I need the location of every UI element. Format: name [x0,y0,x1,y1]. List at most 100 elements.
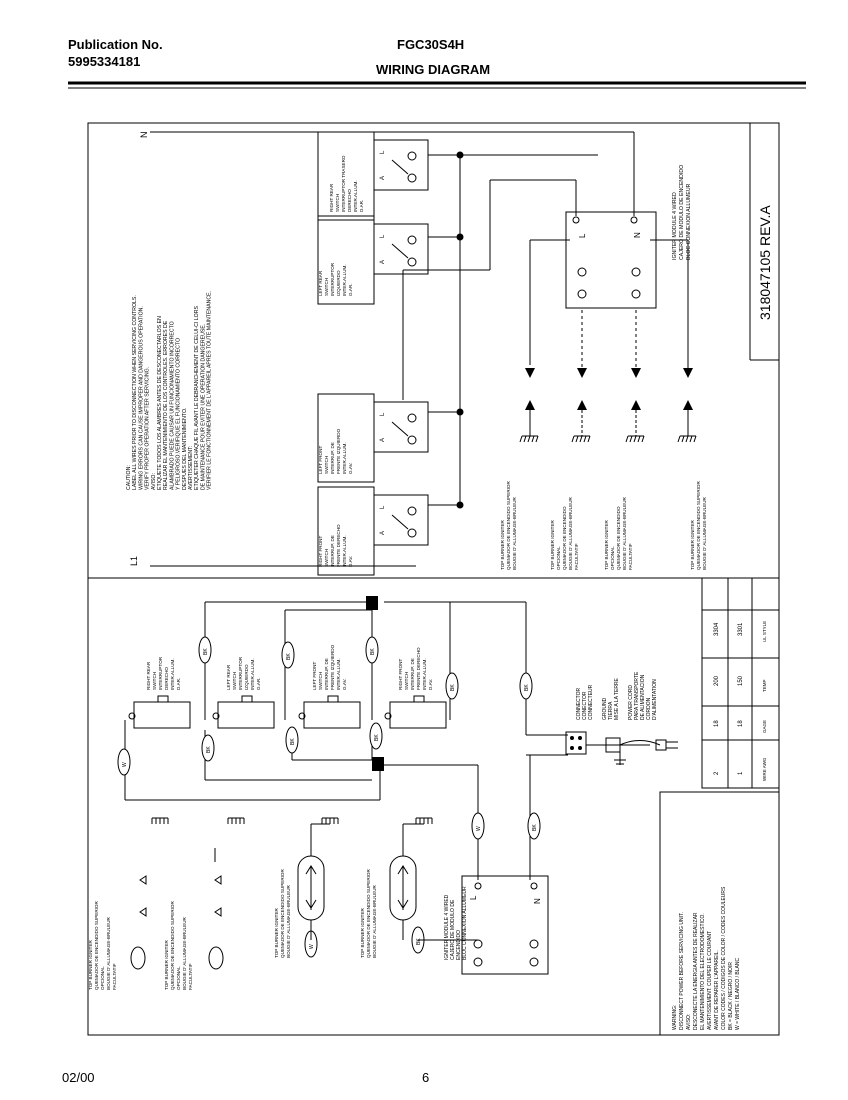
wire-color-label: BK [286,653,292,660]
switch-label-line: DERECHO [347,189,352,212]
wire-color-label: BK [416,938,422,945]
publication-number: 5995334181 [68,54,141,69]
switch-terminal-a: A [380,531,386,535]
module-terminal-l: L [578,233,587,238]
connector [565,731,587,755]
switch-label-line: D.AV. [348,556,353,567]
warning-line: VERIFIER LE FONCTIONNEMENT DE L'APPAREIL… [207,291,213,490]
warning-text: CAUTION:LABEL ALL WIRES PRIOR TO DISCONN… [126,291,213,490]
wire-color-label: W [476,826,482,831]
wire-color-label: BK [374,734,380,741]
legend-symbols [130,848,224,970]
wire-color-label: BK [290,738,296,745]
warning-line: ETIQUETE TODOS LOS ALAMBRES ANTES DE DES… [157,316,163,490]
lower-igniter-module: L N [461,875,549,975]
connector-label-line: CONNECTOR [576,687,582,720]
lower-switch-label-line: D.AR. [176,678,181,690]
wire-table-cell: 18 [714,720,720,727]
legend-label-line: TOP BURNER IGNITER [88,939,93,990]
igniter-label-line: OPCIONAL [610,546,615,570]
lower-switch-label-line: INTER.ALLUM. [336,658,341,690]
warning-line: Y PELIGROSO.VERIFIQUE EL FUNCIONAMIENTO … [176,338,182,490]
igniter-label-line: TOP BURNER IGNITER [500,519,505,570]
wire-table-cell: 2 [714,771,720,775]
switch-terminal-a: A [380,176,386,180]
lower-module-label-line: IGNITER MODULE 4 WIRED [444,894,450,960]
legend-label-line: FACULTATIF [112,963,117,990]
lower-module-label-line: BLOC CONNEXION ALLUMEUR [462,886,468,960]
wire-table-cell: 3304 [714,622,720,636]
lower-switch-label-line: D.AV. [428,679,433,690]
switch-label-line: INTER.ALLUM. [342,264,347,296]
legend-label-line: BOUGIE D' ALLUMAGE-BRULEUR [182,916,187,990]
switch-label-line: G.AV. [348,462,353,474]
lower-switch-label-line: DERECHO [164,667,169,690]
connector-label-line: CONECTOR [582,691,588,720]
lower-switch-label-line: LEFT FRONT [312,662,317,690]
service-note-line: DESCONECTE LA ENERGIA ANTES DE REALIZAR [693,912,699,1030]
wire-table-cell: 200 [714,675,720,686]
wire-color-bubble: BK [198,636,212,664]
wire-table-cell: 3301 [738,622,744,636]
lower-switch-label-line: INTER.ALLUM. [170,658,175,690]
power-cord-label-line: CORDON [646,697,652,720]
warning-line: ALAMBRADO PUEDE CAUSAR UN FUNCIONAMIENTO… [169,321,175,490]
service-note-line: DISCONNECT POWER BEFORE SERVICING UNIT. [679,912,685,1030]
igniter-label-line: FACULTATIF [628,543,633,570]
wire-color-bubble: BK [519,672,533,700]
warning-line: WIRING ERRORS CAN CAUSE IMPROPER AND DAN… [138,306,144,490]
ground-symbol [151,817,169,824]
wire-color-label: BK [370,648,376,655]
service-note-box [659,791,780,1036]
igniter-arrow [677,368,697,443]
lower-igniter-a [297,823,330,940]
igniter-arrow [625,368,645,443]
lower-wire-connector [372,757,384,771]
switch-label-line: INTER.ALLUM. [353,180,358,212]
igniter-label-line: QUEMADOR DE ENCENDIDO [616,506,621,570]
warning-line: DESPUES DEL MANTENIMIENTO. [182,408,188,490]
warning-line: DE MAINTENANCE POUR EVITER UNE OPERATION… [200,324,206,490]
line-label-n: N [139,132,149,139]
switch-label-line: INTERRUP. DE [330,535,335,567]
upper-igniter-module: L N [565,211,657,309]
lower-igniter-label-line: BOUGIE D' ALLUMAGE-BRULEUR [286,884,291,958]
switch-label-line: FRENTE DERECHO [336,524,341,567]
igniter-label-line: TOP BURNER IGNITER [550,519,555,570]
lower-switch-label-line: RIGHT REAR [146,661,151,690]
connector-label-line: CONNECTEUR [588,684,594,720]
legend-label-line: FACULTATIF [188,963,193,990]
switch-label-line: IZQUIERDO [336,270,341,296]
warning-line: AVISO: [151,473,157,490]
ground-label-line: TIERRA [608,701,614,720]
switch-terminal-a: A [380,260,386,264]
lower-module-terminal-n: N [533,898,542,904]
igniter-label-line: BOUGIE D' ALLUMAGE-BRULEUR [622,496,627,570]
lower-switch-label-line: SWITCH [232,672,237,690]
footer-date: 02/00 [62,1070,95,1085]
switch-label-line: G.AR. [348,283,353,296]
wire-color-label: W [309,944,315,949]
legend-label-line: QUEMADOR DE ENCENDIDO SUPERIOR [94,900,99,990]
publication-label: Publication No. [68,37,163,52]
lower-switch-label-line: INTERRUP. DE [410,658,415,690]
wire-color-bubble: W [117,748,131,776]
junction-dot [456,501,464,509]
legend-label-line: OPCIONAL [176,966,181,990]
junction-dot [456,408,464,416]
ground-symbol [415,817,433,824]
wire-color-label: BK [532,824,538,831]
wire-color-label: BK [203,648,209,655]
legend-label-line: TOP BURNER IGNITER [164,939,169,990]
warning-line: CAUTION: [126,465,132,490]
wire-table-header: GAGE [762,720,767,733]
legend-label-line: QUEMADOR DE ENCENDIDO SUPERIOR [170,900,175,990]
wire-color-bubble: BK [527,812,541,840]
wire-table-cell: 18 [738,720,744,727]
lower-switch-label-line: G.AR. [256,677,261,690]
warning-line: ETIQUETER CHAQUE FIL AVANT LE DEBRANCHEM… [194,306,200,490]
